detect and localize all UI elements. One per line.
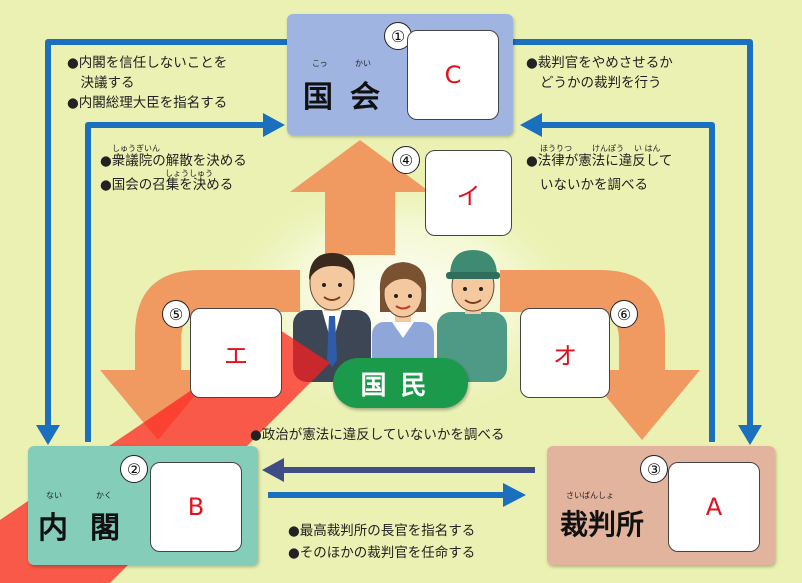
answer-card-o: オ: [520, 308, 610, 398]
naikaku-to-kokkai-line-2: ●国会の召集を決める: [100, 177, 234, 193]
ruby-shoshu: しょうしゅう: [165, 169, 213, 178]
kokkai-to-naikaku-line-2: 決議する: [67, 75, 135, 91]
blue-arrowheads: [36, 113, 762, 507]
arrow-saibansho-to-naikaku-head: [262, 458, 284, 482]
kokkai-ruby-kai: かい: [355, 59, 371, 68]
arrow-kokkai-to-saibansho: [513, 39, 753, 428]
ruby-horitsu: ほうりつ: [540, 144, 573, 153]
naikaku-to-saibansho-line-2: ●そのほかの裁判官を任命する: [288, 545, 476, 561]
kokkai-ruby-ko: こっ: [312, 59, 328, 68]
naikaku-to-saibansho-line-1: ●最高裁判所の長官を指名する: [288, 523, 476, 539]
saibansho-ruby: さいばんしょ: [566, 491, 614, 500]
saibansho-to-naikaku-text: ●政治が憲法に違反していないかを調べる: [250, 427, 505, 443]
kokkai-to-saibansho-line-1: ●裁判官をやめさせるか: [526, 55, 673, 71]
orange-arrow-left: [100, 270, 300, 440]
kokkai-label-1: 国: [303, 80, 335, 115]
arrow-kokkai-to-naikaku: [45, 39, 287, 428]
arrow-naikaku-to-kokkai: [85, 122, 265, 442]
naikaku-ruby-nai: ない: [46, 491, 62, 500]
ruby-kenpo: けんぽう: [592, 144, 624, 153]
naikaku-number: ②: [120, 455, 148, 483]
saibansho-label: 裁判所: [560, 508, 645, 541]
ruby-ihan: い はん: [634, 144, 661, 153]
naikaku-ruby-kaku: かく: [96, 491, 112, 500]
answer-card-i: イ: [425, 150, 512, 236]
naikaku-to-kokkai-line-1: ●衆議院の解散を決める: [100, 153, 247, 169]
orange-arrow-right: [500, 270, 700, 440]
kokkai-label-2: 会: [350, 80, 382, 115]
answer-card-c: C: [407, 30, 499, 120]
arrow-saibansho-to-kokkai: [540, 122, 715, 442]
card-o-number: ⑥: [610, 300, 638, 328]
naikaku-label-1: 内: [38, 511, 70, 546]
saibansho-number: ③: [640, 455, 668, 483]
kokkai-to-saibansho-line-2: どうかの裁判を行う: [540, 75, 662, 91]
answer-card-b: B: [150, 462, 242, 552]
kokkai-to-naikaku-line-3: ●内閣総理大臣を指名する: [67, 95, 228, 111]
naikaku-label-2: 閣: [90, 511, 122, 546]
saibansho-to-kokkai-line-1: ●法律が憲法に違反して: [526, 153, 673, 169]
blue-arrows: [45, 39, 753, 498]
saibansho-to-kokkai-line-2: いないかを調べる: [540, 177, 648, 193]
card-e-number: ⑤: [162, 300, 190, 328]
ruby-shugiin: しゅうぎいん: [112, 144, 160, 153]
card-i-number: ④: [392, 146, 420, 174]
kokumin-label: 国民: [333, 358, 468, 408]
kokkai-to-naikaku-line-1: ●内閣を信任しないことを: [67, 55, 228, 71]
answer-card-a: A: [668, 462, 760, 552]
answer-card-e: エ: [190, 308, 282, 398]
